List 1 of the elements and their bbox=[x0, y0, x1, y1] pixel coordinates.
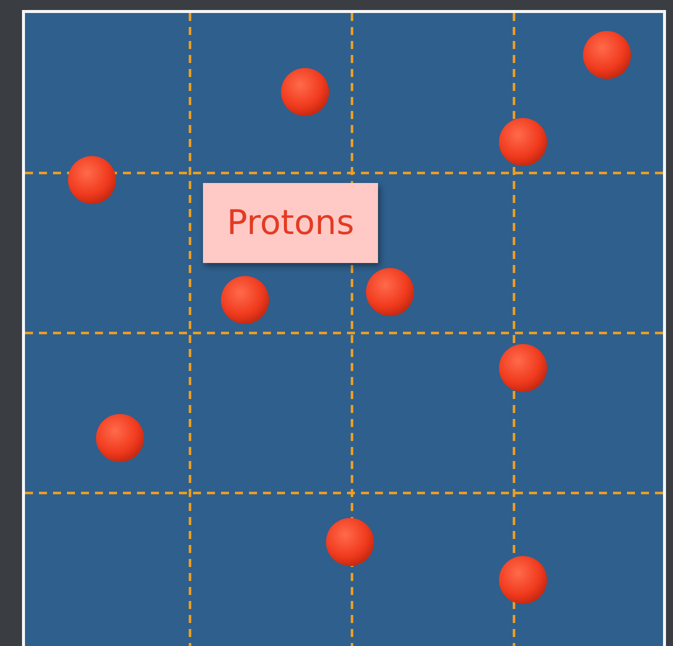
label-box: Protons bbox=[203, 183, 378, 263]
